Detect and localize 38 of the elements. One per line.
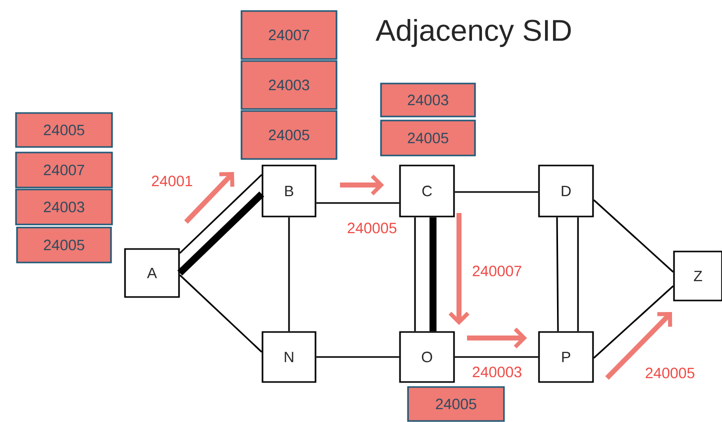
link-line — [454, 191, 538, 193]
link-line — [593, 199, 674, 273]
label-stack-box: 24007 — [240, 10, 338, 60]
sid-label: 240003 — [472, 366, 522, 378]
link-line — [577, 217, 579, 332]
label-stack-box: 24005 — [240, 110, 338, 160]
label-stack-box: 24005 — [16, 226, 112, 264]
link-line — [179, 274, 262, 353]
router-box: P — [538, 331, 594, 383]
router-box: Z — [673, 250, 722, 302]
link-line — [288, 217, 290, 332]
link-line — [316, 202, 400, 204]
label-stack-box: 24003 — [15, 188, 113, 226]
label-stack-box: 24005 — [407, 386, 505, 422]
label-stack-box: 24007 — [15, 152, 113, 188]
label-stack-box: 24003 — [240, 60, 338, 110]
title: Adjacency SID — [376, 19, 571, 47]
link-line — [593, 285, 674, 359]
router-box: D — [538, 164, 594, 218]
sid-label: 240005 — [646, 368, 694, 378]
thick-link — [430, 217, 436, 332]
link-line — [556, 217, 559, 332]
thick-link — [177, 191, 264, 276]
sid-label: 240005 — [348, 222, 396, 234]
link-line — [414, 217, 416, 332]
router-box: B — [262, 164, 316, 218]
label-stack-box: 24003 — [380, 82, 476, 118]
label-stack-box: 24005 — [15, 112, 113, 148]
sid-label: 24001 — [152, 176, 192, 186]
router-box: O — [399, 331, 455, 383]
link-line — [316, 356, 400, 358]
router-box: N — [262, 331, 316, 383]
router-box: C — [399, 164, 455, 218]
label-stack-box: 24005 — [380, 120, 476, 156]
link-line — [179, 174, 262, 254]
router-box: A — [124, 248, 180, 298]
sid-label: 240007 — [472, 266, 522, 276]
link-line — [454, 356, 538, 358]
